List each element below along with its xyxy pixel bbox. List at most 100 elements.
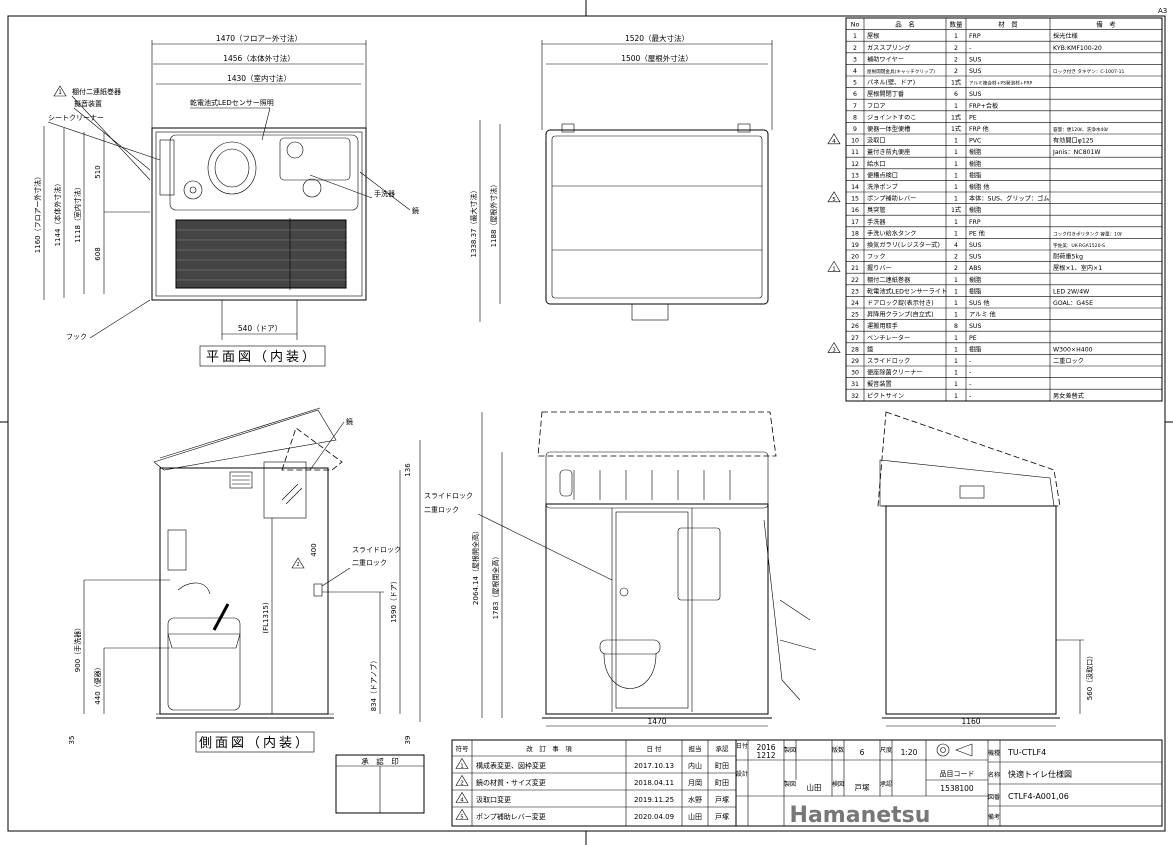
parts-cell: 樹脂 — [969, 287, 981, 295]
label-mirror-side: 鏡 — [346, 417, 353, 426]
top-view: 1520（最大寸法） 1500（屋根外寸法） 1338.37（最大寸法） 118… — [469, 33, 773, 322]
label-paper-holder: 棚付二連紙巻器 — [72, 87, 121, 96]
parts-cell: LED 2W/4W — [1053, 288, 1089, 295]
parts-cell: 1式 — [951, 125, 961, 133]
parts-cell: 握りバー — [867, 264, 892, 272]
parts-cell: 30 — [851, 370, 859, 377]
parts-cell: 29 — [851, 358, 859, 365]
label-double-lock-front: 二重ロック — [424, 506, 459, 514]
parts-cell: SUS — [969, 56, 981, 63]
parts-cell: SUS — [969, 91, 981, 98]
title-block: 日付 2016 1212 設計 製図 製図 山田 検図 戸塚 版数 6 尺度 1… — [735, 739, 1163, 828]
parts-cell: SUS — [969, 254, 981, 261]
parts-cell: パネル(壁、ドア) — [867, 79, 915, 87]
tb-scale: 1:20 — [901, 748, 918, 757]
parts-cell: 便器一体型便槽 — [867, 125, 910, 133]
parts-cell: 樹脂 — [969, 276, 981, 284]
label-double-lock-side: 二重ロック — [352, 559, 387, 567]
parts-cell: W300×H400 — [1053, 346, 1093, 353]
tb-date-year: 2016 — [756, 743, 775, 752]
parts-cell: - — [969, 358, 971, 365]
dim-room-inner-w: 1430（室内寸法） — [227, 73, 291, 83]
parts-cell: 1 — [954, 196, 958, 203]
tb-scale-label: 尺度 — [880, 746, 892, 754]
parts-cell: 棚付二連紙巻器 — [867, 276, 911, 284]
plan-view: 1470（フロアー外寸法） 1456（本体外寸法） 1430（室内寸法） 116… — [33, 33, 419, 367]
parts-cell: 1式 — [951, 206, 961, 214]
parts-cell: 7 — [853, 103, 857, 110]
projection-symbol-icon — [936, 743, 973, 757]
revision-mark-number: 4 — [832, 139, 836, 145]
parts-header-cell: No — [851, 21, 860, 29]
parts-cell: ジョイントすのこ — [867, 114, 917, 121]
parts-cell: 樹脂 — [969, 160, 981, 168]
parts-cell: FRP — [969, 33, 981, 40]
revision-mark-number: 1 — [832, 266, 836, 272]
parts-cell: FRP — [969, 219, 981, 226]
parts-cell: 1 — [954, 381, 958, 388]
parts-cell: 2 — [954, 254, 958, 261]
revision-cell: 町田 — [715, 762, 729, 770]
revision-cell: 町田 — [715, 779, 729, 787]
dim-open-full-h: 2064.14（屋根開全高） — [471, 527, 480, 605]
revision-cell: 5 — [460, 815, 464, 821]
parts-cell: 樹脂 他 — [969, 183, 990, 191]
revision-header-cell: 承認 — [716, 744, 730, 753]
brand-logo: Hamanetsu — [790, 803, 931, 828]
parts-cell: 27 — [851, 335, 859, 342]
revision-mark-icon — [827, 191, 841, 203]
parts-cell: 運搬用取手 — [867, 322, 898, 330]
parts-cell: 4 — [954, 242, 958, 249]
dim-upper-h: 510 — [94, 165, 102, 178]
revision-cell: ポンプ補助レバー変更 — [476, 812, 546, 821]
parts-cell: 14 — [851, 184, 859, 191]
parts-cell: 1 — [954, 358, 958, 365]
label-seat-cleaner: シートクリーナー — [48, 114, 104, 122]
parts-cell: 有効開口φ125 — [1053, 137, 1094, 145]
parts-cell: 樹脂 — [969, 171, 981, 179]
mirror-side — [263, 461, 307, 519]
label-led-light: 乾電池式LEDセンサー照明 — [190, 98, 274, 107]
parts-cell: 1 — [954, 288, 958, 295]
parts-cell: 1式 — [951, 79, 961, 87]
approval-box: 承 認 印 — [335, 754, 425, 814]
parts-cell: 屋根開閉金具(キャッチクリップ) — [867, 68, 935, 75]
parts-cell: 便座除菌クリーナー — [867, 369, 923, 377]
parts-cell: 1 — [954, 370, 958, 377]
parts-cell: 32 — [851, 393, 859, 400]
front-body — [545, 503, 769, 715]
label-slide-lock-front: スライドロック — [424, 492, 473, 500]
dim-basin-h: 900（手洗器） — [73, 624, 82, 672]
label-mirror: 鏡 — [412, 206, 419, 215]
dim-right-w: 1160 — [961, 717, 980, 726]
revision-mark-icon — [827, 260, 841, 272]
revision-cell: 1 — [460, 764, 464, 770]
parts-cell: ピクトサイン — [867, 393, 904, 400]
dim-base-35: 35 — [68, 736, 76, 745]
parts-cell: - — [969, 370, 971, 377]
parts-cell: 1 — [954, 103, 958, 110]
parts-cell: 屋根 — [867, 32, 879, 40]
parts-cell: 2 — [853, 45, 857, 52]
parts-cell: 便槽点検口 — [867, 171, 898, 179]
tb-date-label: 日付 — [736, 742, 748, 750]
tb-date-md: 1212 — [756, 751, 775, 760]
parts-cell: 臭突管 — [867, 206, 886, 214]
revision-cell: 戸塚 — [715, 812, 729, 821]
parts-cell: フロア — [867, 103, 886, 110]
dim-floor-outer-h: 1160（フロアー外寸法） — [33, 173, 42, 253]
parts-cell: SUS — [969, 242, 981, 249]
parts-cell: 2 — [954, 68, 958, 75]
dim-roof-h: 136 — [404, 463, 412, 477]
tb-designed-label: 設計 — [736, 770, 748, 778]
dim-max-h: 1338.37（最大寸法） — [469, 187, 478, 258]
revision-cell: 水野 — [688, 795, 702, 804]
revision-cell: 山田 — [688, 812, 702, 821]
parts-cell: KYB:KMF100-20 — [1053, 45, 1102, 52]
parts-cell: 15 — [851, 196, 859, 203]
parts-cell: PE 他 — [969, 229, 985, 237]
label-slide-lock-side: スライドロック — [352, 546, 401, 554]
parts-cell: 24 — [851, 300, 859, 307]
